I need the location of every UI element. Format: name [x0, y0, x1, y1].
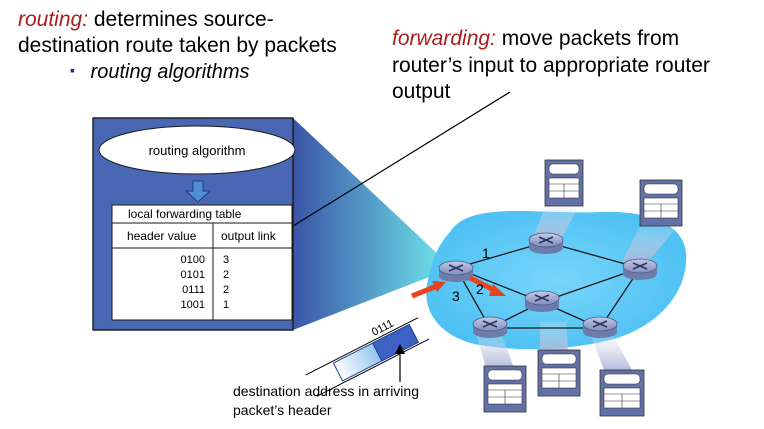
routing-algorithm-oval: [98, 125, 296, 175]
link-label-3: 3: [452, 288, 460, 304]
host-bottom-center: [537, 349, 581, 397]
host-top-right: [639, 179, 683, 227]
router-right: [622, 258, 658, 280]
caption-line2: packet’s header: [233, 402, 332, 418]
routing-description: routing: determines source-: [18, 8, 274, 32]
col-output-link: output link: [221, 229, 277, 243]
zoom-beam: [293, 118, 442, 330]
router-input: [438, 260, 474, 282]
row-link: 2: [223, 284, 229, 296]
row-header: 0101: [181, 269, 205, 281]
host-bottom-right: [599, 369, 645, 417]
forwarding-term: forwarding:: [392, 27, 496, 50]
forwarding-line2: router’s input to appropriate router: [392, 54, 710, 77]
forwarding-leader-line: [292, 91, 511, 227]
host-bottom-left: [483, 365, 527, 413]
bullet-text: routing algorithms: [90, 61, 250, 83]
routing-algorithm-label: routing algorithm: [149, 143, 246, 158]
down-arrow-icon: [184, 180, 212, 203]
packet-arrows: [411, 275, 506, 299]
router-bottom-right: [582, 316, 618, 338]
router-top: [528, 232, 564, 254]
host-beams: [475, 205, 678, 370]
row-link: 2: [223, 269, 229, 281]
table-title: local forwarding table: [128, 207, 242, 221]
forwarding-line1: move packets from: [495, 27, 680, 50]
router-bottom-left: [472, 316, 508, 338]
caption-pointer: [395, 344, 405, 382]
col-header-value: header value: [127, 229, 197, 243]
row-link: 1: [223, 299, 229, 311]
link-label-1: 1: [482, 245, 490, 261]
arriving-packet: [305, 317, 430, 397]
forwarding-line3: output: [392, 80, 451, 103]
row-link: 3: [223, 254, 229, 266]
forwarding-description: forwarding: move packets from: [392, 27, 679, 51]
caption-line1: destination address in arriving: [233, 383, 419, 399]
host-top: [544, 159, 584, 207]
host-servers: [483, 159, 683, 417]
row-header: 0111: [182, 284, 205, 296]
network-cloud: [426, 211, 687, 350]
row-header: 1001: [181, 299, 205, 311]
bullet-item: ▪ routing algorithms: [70, 58, 250, 84]
router-center: [524, 290, 560, 312]
bullet-marker: ▪: [70, 62, 75, 78]
link-label-2: 2: [476, 281, 484, 297]
routing-line2: destination route taken by packets: [18, 34, 337, 57]
routing-term: routing:: [18, 8, 89, 31]
row-header: 0100: [181, 254, 205, 266]
routing-line1: determines source-: [88, 8, 274, 31]
forwarding-table: [111, 204, 293, 321]
